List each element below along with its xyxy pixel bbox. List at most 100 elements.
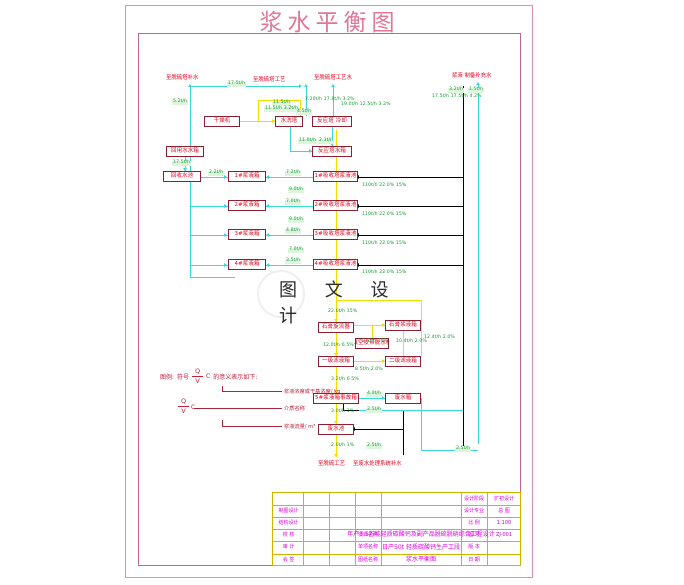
process-box[interactable]: 干燥机 <box>204 116 240 127</box>
flow-annotation: 2.3t/h <box>318 138 335 144</box>
flow-line <box>266 206 313 207</box>
flow-line <box>290 151 313 152</box>
flow-label: 至脱硫塔工艺 <box>253 77 286 83</box>
flow-annotation: 17.5t/h <box>227 81 247 87</box>
flow-line <box>421 450 478 451</box>
flow-annotation: 12.4t/h 2.0% <box>424 335 455 340</box>
flow-arrow <box>382 323 385 327</box>
title-block-label: 比 例 <box>468 519 480 526</box>
flow-arrow <box>331 84 335 87</box>
process-box[interactable]: 回用水水箱 <box>166 146 204 157</box>
flow-annotation: 4.5t/h <box>296 109 313 115</box>
flow-annotation: 9.0t/h <box>288 187 305 193</box>
flow-line <box>258 100 259 121</box>
flow-arrow <box>382 396 385 400</box>
flow-label: 至脱硫塔工艺水 <box>314 75 352 81</box>
process-box[interactable]: 2#吸收塔浆液池 <box>313 200 358 211</box>
flow-line <box>336 404 337 424</box>
flow-annotation: 9.0t/h <box>288 217 305 223</box>
title-block-divider <box>273 554 520 555</box>
flow-line <box>354 361 385 362</box>
flow-annotation: 10.4t/h 2.0% <box>396 339 427 344</box>
title-block-value: 总 图 <box>498 507 510 514</box>
flow-line <box>421 398 422 450</box>
flow-arrow <box>334 319 338 322</box>
flow-line <box>333 86 334 116</box>
process-box[interactable]: 4#浆液箱 <box>228 259 266 270</box>
flow-line <box>266 235 313 236</box>
flow-annotation: 2.5t/h <box>366 443 383 449</box>
legend-symbol-c: C <box>191 404 195 411</box>
flow-annotation: 110t/h 22.0% 15% <box>362 270 407 275</box>
process-box[interactable]: 废水池 <box>318 424 354 435</box>
process-box[interactable]: 1#吸收塔浆液池 <box>313 171 358 182</box>
process-box[interactable]: 石膏浆液箱 <box>385 320 421 331</box>
process-box[interactable]: 4#吸收塔浆液池 <box>313 259 358 270</box>
process-box[interactable]: 废水箱 <box>385 393 421 404</box>
flow-annotation: 7.0t/h <box>288 247 305 253</box>
flow-arrow <box>224 233 227 237</box>
flow-arrow <box>272 119 275 123</box>
flow-line <box>300 100 301 116</box>
flow-annotation: 2.5t/h 15% <box>362 339 389 344</box>
legend-symbol-diagram: Q V C <box>176 398 198 428</box>
flow-line <box>358 235 464 236</box>
legend-item-label: 介质名称 <box>284 406 305 412</box>
process-box[interactable]: 水洗塔 <box>275 116 303 127</box>
legend-leader-tick <box>222 386 223 391</box>
flow-line <box>358 206 464 207</box>
legend-symbol-label: 符号 <box>177 373 190 381</box>
process-box[interactable]: 真空皮带脱水机 <box>355 338 389 349</box>
flow-line <box>201 177 228 178</box>
flow-annotation: 8.5t/h 2.0% <box>355 367 383 372</box>
flow-line <box>463 86 464 446</box>
flow-annotation: 7.20t/h 17.8t/h 3.2% <box>305 97 355 102</box>
process-box[interactable]: 一级滤液箱 <box>318 356 354 367</box>
flow-annotation: 7.2t/h <box>285 170 302 176</box>
process-box[interactable]: 二级滤液箱 <box>385 356 421 367</box>
flow-arrow <box>188 84 192 87</box>
title-block-label: 校 核 <box>282 531 295 538</box>
process-box[interactable]: 5#浆液箱事故箱 <box>313 393 359 404</box>
flow-arrow <box>266 175 269 179</box>
flow-line <box>403 331 404 356</box>
legend-symbol-fraction: Q V <box>178 398 189 414</box>
process-box[interactable]: 2#浆液箱 <box>228 200 266 211</box>
title-block-scale-value: 1:100 <box>496 519 512 526</box>
process-box[interactable]: 3#浆液箱 <box>228 229 266 240</box>
flow-line <box>358 265 464 266</box>
title-block-divider <box>273 529 520 530</box>
process-box[interactable]: 回收水池 <box>163 171 201 182</box>
flow-line <box>190 277 235 278</box>
flow-line <box>354 325 385 326</box>
flow-annotation: 3.0t/h 1% <box>331 409 355 414</box>
process-box[interactable]: 反应塔 冷却 <box>312 116 352 127</box>
flow-annotation: 4.8t/h <box>285 228 302 234</box>
title-block-label: 图 号 <box>468 531 480 538</box>
flow-annotation: 2.5t/h <box>366 407 383 413</box>
title-block-label: 结构设计 <box>278 519 299 526</box>
flow-arrow <box>382 359 385 363</box>
legend-fraction: Q V <box>192 367 204 384</box>
flow-arrow <box>330 143 334 146</box>
title-block-drawing-number: ZJ-001 <box>495 531 513 538</box>
flow-annotation: 2.0t/h 1% <box>331 443 355 448</box>
flow-annotation: 4.0t/h <box>366 391 383 397</box>
flow-line <box>190 265 228 266</box>
flow-annotation: 7.0t/h <box>285 199 302 205</box>
process-box[interactable]: 石膏旋流器 <box>318 322 354 333</box>
legend-symbol-denominator: V <box>181 406 186 415</box>
title-block-label: 图纸名称 <box>357 556 378 563</box>
flow-label: 浆液 制备补充水 <box>452 73 492 79</box>
flow-arrow <box>224 175 227 179</box>
legend-formula: 图例: 符号 Q V C 的意义表示如下: <box>160 368 257 384</box>
title-block-divider <box>273 517 520 518</box>
process-box[interactable]: 3#吸收塔浆液池 <box>313 229 358 240</box>
legend-numerator: Q <box>194 367 201 375</box>
flow-line <box>258 100 300 101</box>
flow-line <box>463 430 464 446</box>
flow-line <box>336 280 337 322</box>
legend: 图例: 符号 Q V C 的意义表示如下: Q V C 浆液浓度或干基浓度/ k… <box>160 368 340 438</box>
process-box[interactable]: 1#浆液箱 <box>228 171 266 182</box>
process-box[interactable]: 反应塔水箱 <box>312 146 352 157</box>
